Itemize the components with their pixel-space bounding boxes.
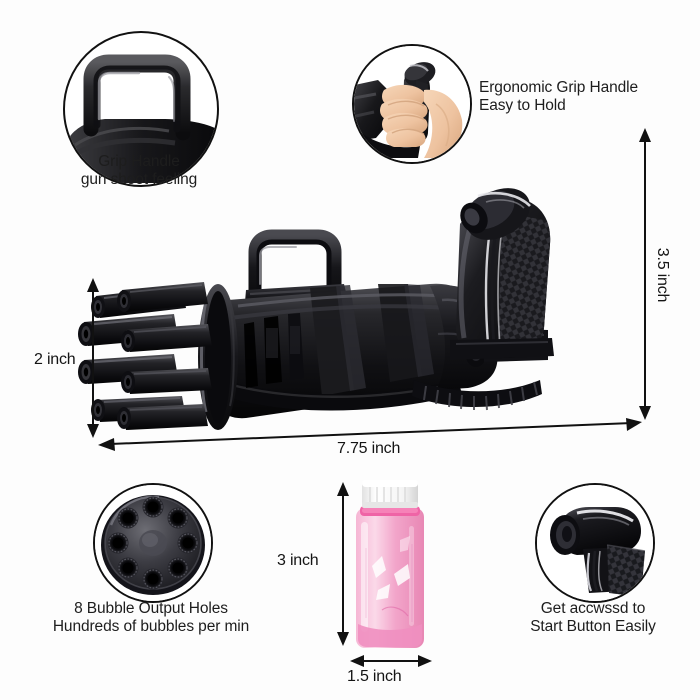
- callout-bubble-holes-caption: 8 Bubble Output Holes Hundreds of bubble…: [52, 600, 250, 635]
- callout-bubble-holes: [93, 483, 213, 603]
- callout-ergonomic-grip: [352, 44, 472, 164]
- dimension-length-bottom-label: 7.75 inch: [337, 440, 401, 457]
- callout-grip-handle-caption: Grip Handle gun shoot feeling: [80, 153, 198, 188]
- carry-handle-icon: [65, 33, 217, 185]
- bubble-solution-bottle: [352, 478, 428, 650]
- hand-holding-grip-icon: [354, 46, 470, 162]
- eight-barrel-muzzle-icon: [95, 485, 211, 601]
- product-image-bubble-gun: [78, 132, 638, 442]
- dimension-bottle-height-label: 3 inch: [277, 552, 319, 569]
- dimension-height-right: [630, 126, 660, 422]
- callout-grip-handle: [63, 31, 219, 187]
- callout-start-button: [535, 483, 655, 603]
- callout-ergonomic-grip-caption: Ergonomic Grip Handle Easy to Hold: [479, 79, 639, 114]
- dimension-bottle-height: [331, 480, 355, 648]
- dimension-bottle-width-label: 1.5 inch: [347, 668, 402, 685]
- callout-start-button-caption: Get accwssd to Start Button Easily: [530, 600, 656, 635]
- trigger-knob-icon: [537, 485, 653, 601]
- dimension-length-bottom: [96, 418, 644, 451]
- dimension-height-left: [78, 276, 108, 440]
- dimension-bottle-width: [348, 652, 434, 672]
- dimension-height-left-label: 2 inch: [34, 351, 76, 368]
- dimension-height-right-label: 3.5 inch: [654, 247, 671, 303]
